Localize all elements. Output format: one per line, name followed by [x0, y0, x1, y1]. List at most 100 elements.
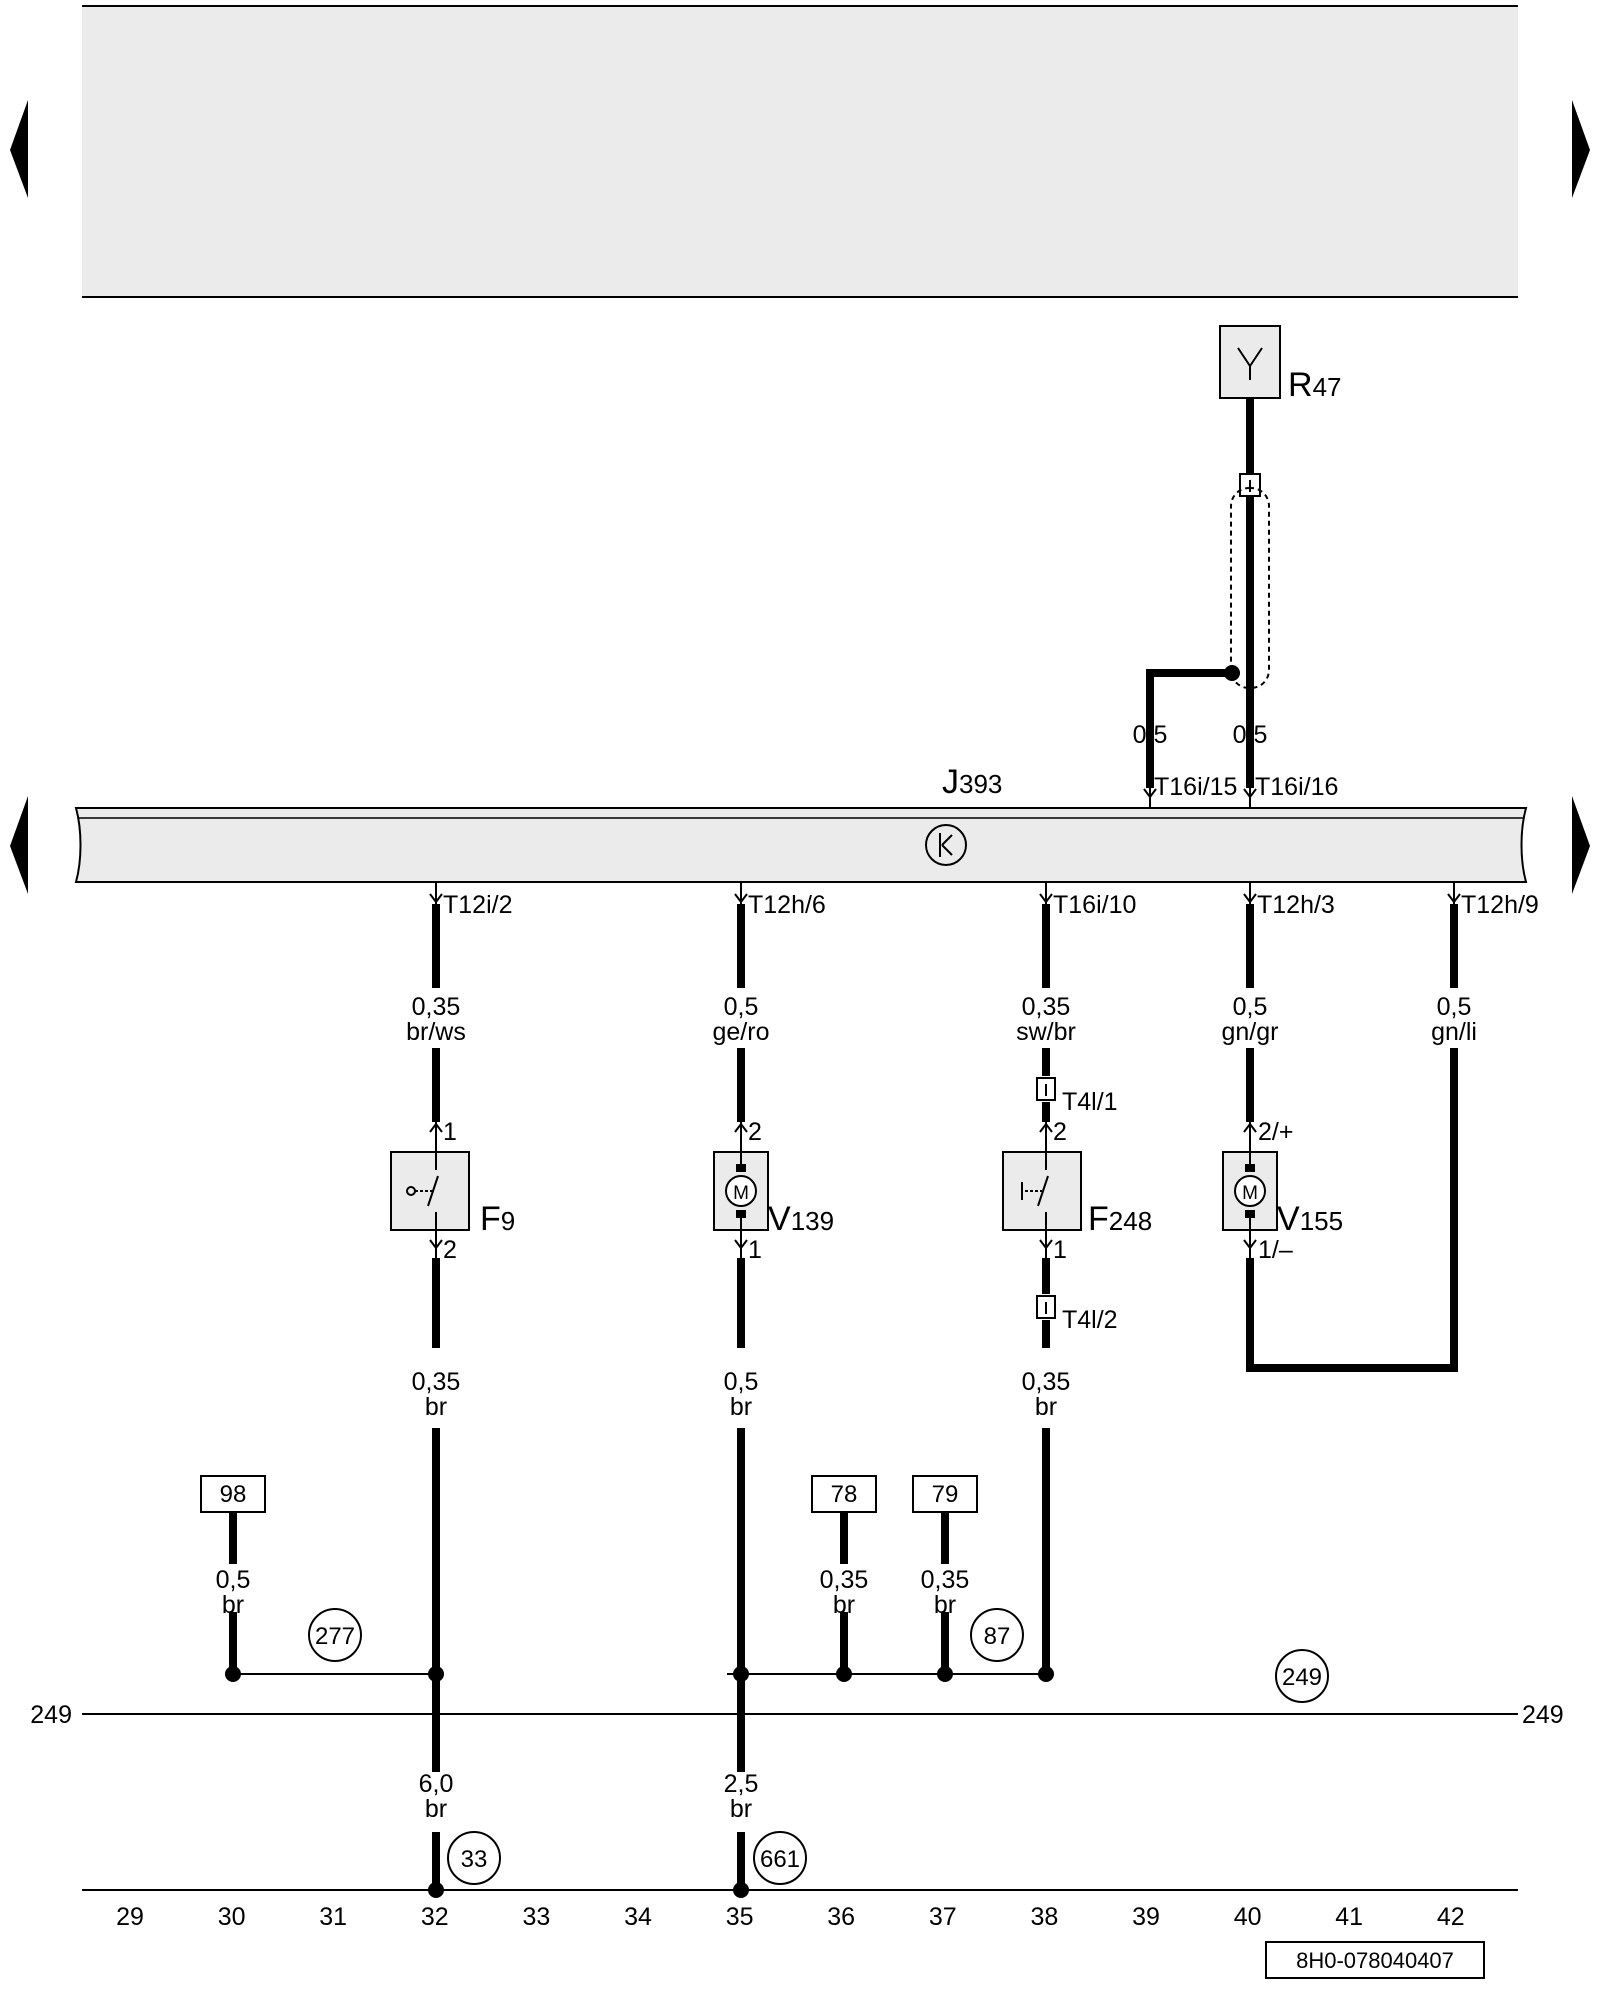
component-v155-label: V155: [1277, 1200, 1343, 1238]
ref-box-label: 78: [831, 1481, 858, 1508]
connector-label-t4l-1: T4l/1: [1062, 1088, 1118, 1116]
shield-junction-dot: [1224, 665, 1240, 681]
ref-box-label: 98: [220, 1481, 247, 1508]
switch-icon: [406, 1152, 439, 1230]
wire-gauge-label: 0,35: [412, 993, 461, 1021]
column-tick-label: 30: [218, 1903, 246, 1931]
connector-arrow-icon: [1243, 788, 1257, 799]
column-tick-label: 35: [726, 1903, 754, 1931]
connector-label-t12i-2: T12i/2: [443, 891, 512, 919]
pin-label: 1: [443, 1118, 457, 1146]
column-tick-label: 41: [1335, 1903, 1363, 1931]
doc-number-box: [1265, 1941, 1485, 1979]
wire-color-label: sw/br: [1016, 1018, 1076, 1046]
wire-color-label: br: [1035, 1393, 1057, 1421]
pin-label: 1: [748, 1236, 762, 1264]
ref-box-78[interactable]: [811, 1475, 877, 1513]
connector-label-t16i-16: T16i/16: [1255, 773, 1338, 801]
component-f248-label: F248: [1088, 1200, 1152, 1238]
ground-connection-rail: [225, 1666, 1054, 1682]
ground-ref-249[interactable]: [1275, 1649, 1329, 1703]
wire-color-label: br: [730, 1795, 752, 1823]
wire-gauge-label: 6,0: [419, 1770, 454, 1798]
wire-gauge-label: 0,5: [724, 993, 759, 1021]
wire-gauge-label: 2,5: [724, 1770, 759, 1798]
connector-label-t16i-15: T16i/15: [1154, 773, 1237, 801]
prev-page-arrow-icon[interactable]: [10, 100, 28, 198]
antenna-icon: [1237, 347, 1263, 380]
next-page-arrow-icon[interactable]: [1572, 100, 1590, 198]
wire-r47-shield: [1146, 669, 1232, 788]
column-tick-label: 34: [624, 1903, 652, 1931]
ground-line-label-right: 249: [1522, 1701, 1564, 1729]
wire-gauge-label: 0,35: [1022, 993, 1071, 1021]
svg-text:M: M: [733, 1183, 749, 1204]
ground-ref-label: 249: [1282, 1664, 1322, 1691]
wire-shield-outline: [1230, 487, 1270, 689]
svg-text:M: M: [1242, 1183, 1258, 1204]
ground-line-label-left: 249: [30, 1701, 72, 1729]
component-r47-label: R47: [1288, 366, 1341, 404]
bottom-connector-stubs: [429, 882, 1461, 904]
wire-color-label: br/ws: [406, 1018, 466, 1046]
column-tick-label: 38: [1030, 1903, 1058, 1931]
wire-color-label: gn/gr: [1222, 1018, 1279, 1046]
wire-gauge-label: 0,5: [1133, 721, 1168, 749]
ground-ref-label: 277: [315, 1623, 355, 1650]
wire-color-label: br: [425, 1393, 447, 1421]
wire-color-label: br: [833, 1591, 855, 1619]
ground-ref-661[interactable]: [753, 1831, 807, 1885]
column-tick-label: 31: [319, 1903, 347, 1931]
wire-color-label: br: [730, 1393, 752, 1421]
pin-label: 1: [1053, 1236, 1067, 1264]
column-tick-label: 33: [522, 1903, 550, 1931]
pin-label: 2: [748, 1118, 762, 1146]
connector-label-t12h-6: T12h/6: [748, 891, 826, 919]
component-v139-label: V139: [768, 1200, 834, 1238]
connector-arrow-icon: [1143, 788, 1157, 799]
main-wires: [432, 904, 1458, 1890]
connector-label-t12h-9: T12h/9: [1461, 891, 1539, 919]
wire-gauge-label: 0,5: [1233, 721, 1268, 749]
next-page-arrow-icon[interactable]: [1572, 796, 1590, 894]
wire-color-label: br: [222, 1591, 244, 1619]
wire-gauge-label: 0,35: [412, 1368, 461, 1396]
wire-gauge-label: 0,35: [1022, 1368, 1071, 1396]
pin-label: 2: [1053, 1118, 1067, 1146]
wire-color-label: br: [425, 1795, 447, 1823]
wire-color-label: br: [934, 1591, 956, 1619]
junction-dot: [428, 1882, 444, 1898]
connector-label-t4l-2: T4l/2: [1062, 1306, 1118, 1334]
motor-icon: M: [725, 1152, 757, 1230]
pin-label: 1/–: [1258, 1236, 1293, 1264]
wire-gauge-label: 0,35: [820, 1566, 869, 1594]
column-tick-label: 36: [827, 1903, 855, 1931]
component-pin-stubs: [429, 1122, 1257, 1258]
column-tick-label: 32: [421, 1903, 449, 1931]
ref-box-label: 79: [932, 1481, 959, 1508]
ground-ref-label: 87: [984, 1623, 1011, 1650]
wire-gauge-label: 0,35: [921, 1566, 970, 1594]
wire-gauge-label: 0,5: [724, 1368, 759, 1396]
junction-dot: [733, 1882, 749, 1898]
component-r47-box: [1219, 325, 1281, 399]
header-panel: [82, 6, 1518, 296]
ground-ref-33[interactable]: [447, 1831, 501, 1885]
ref-box-98[interactable]: [200, 1475, 266, 1513]
wire-color-label: ge/ro: [713, 1018, 770, 1046]
component-f9-label: F9: [480, 1200, 515, 1238]
connector-label-t16i-10: T16i/10: [1053, 891, 1136, 919]
pin-label: 2: [443, 1236, 457, 1264]
wire-color-label: gn/li: [1431, 1018, 1477, 1046]
ground-ref-label: 33: [461, 1846, 488, 1873]
doc-number: 8H0-078040407: [1296, 1948, 1454, 1973]
ground-ref-87[interactable]: [970, 1608, 1024, 1662]
ground-ref-277[interactable]: [308, 1608, 362, 1662]
reference-wires: [229, 1512, 949, 1674]
motor-icon: M: [1234, 1152, 1266, 1230]
column-tick-label: 42: [1437, 1903, 1465, 1931]
prev-page-arrow-icon[interactable]: [10, 796, 28, 894]
column-tick-label: 37: [929, 1903, 957, 1931]
